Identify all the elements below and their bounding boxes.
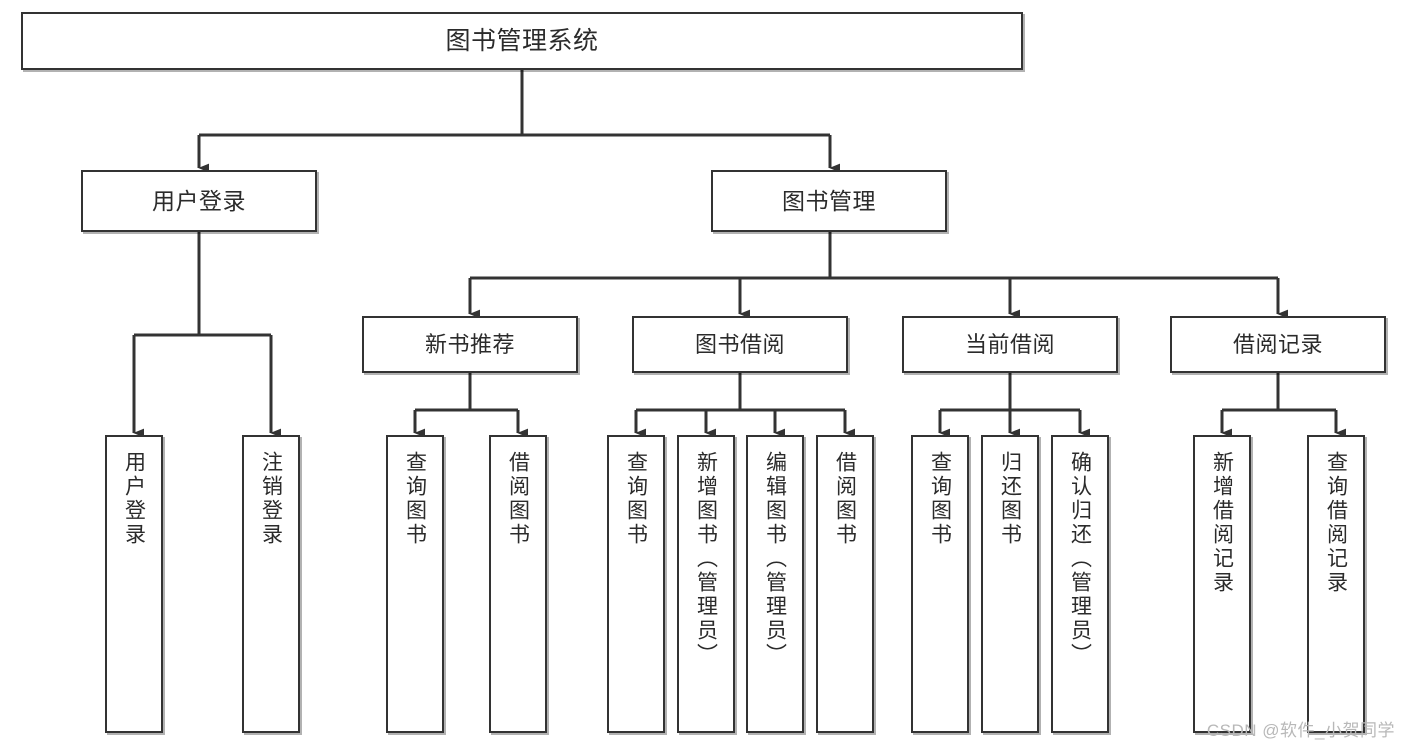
node-current-borrow[interactable]: 当前借阅 bbox=[902, 316, 1118, 373]
leaf-query-book-2[interactable]: 查询图书 bbox=[607, 435, 665, 733]
leaf-borrow-book-1[interactable]: 借阅图书 bbox=[489, 435, 547, 733]
node-label: 查询图书 bbox=[928, 451, 952, 547]
leaf-query-book-3[interactable]: 查询图书 bbox=[911, 435, 969, 733]
node-book-management[interactable]: 图书管理 bbox=[711, 170, 947, 232]
node-root-book-management-system[interactable]: 图书管理系统 bbox=[21, 12, 1023, 70]
leaf-query-record[interactable]: 查询借阅记录 bbox=[1307, 435, 1365, 733]
leaf-edit-book[interactable]: 编辑图书（管理员） bbox=[746, 435, 804, 733]
node-label: 查询图书 bbox=[624, 451, 648, 547]
node-user-login[interactable]: 用户登录 bbox=[81, 170, 317, 232]
node-label: 图书管理系统 bbox=[445, 26, 599, 55]
node-label: 用户登录 bbox=[122, 451, 146, 547]
node-label: 图书管理 bbox=[782, 187, 876, 214]
node-label: 借阅图书 bbox=[506, 451, 530, 547]
node-label: 查询图书 bbox=[403, 451, 427, 547]
leaf-add-record[interactable]: 新增借阅记录 bbox=[1193, 435, 1251, 733]
node-label: 确认归还（管理员） bbox=[1068, 451, 1092, 667]
leaf-logout[interactable]: 注销登录 bbox=[242, 435, 300, 733]
watermark-csdn: CSDN @软件_小贺同学 bbox=[1206, 721, 1395, 740]
node-label: 新增图书（管理员） bbox=[694, 451, 718, 667]
node-label: 图书借阅 bbox=[694, 331, 785, 357]
node-label: 查询借阅记录 bbox=[1324, 451, 1348, 595]
leaf-add-book[interactable]: 新增图书（管理员） bbox=[677, 435, 735, 733]
node-label: 用户登录 bbox=[152, 187, 246, 214]
leaf-query-book-1[interactable]: 查询图书 bbox=[386, 435, 444, 733]
node-label: 借阅记录 bbox=[1232, 331, 1323, 357]
node-label: 注销登录 bbox=[259, 451, 283, 547]
node-label: 归还图书 bbox=[998, 451, 1022, 547]
leaf-confirm-return[interactable]: 确认归还（管理员） bbox=[1051, 435, 1109, 733]
node-label: 当前借阅 bbox=[964, 331, 1055, 357]
node-borrow-record[interactable]: 借阅记录 bbox=[1170, 316, 1386, 373]
leaf-return-book[interactable]: 归还图书 bbox=[981, 435, 1039, 733]
node-label: 编辑图书（管理员） bbox=[763, 451, 787, 667]
node-label: 新增借阅记录 bbox=[1210, 451, 1234, 595]
leaf-user-login[interactable]: 用户登录 bbox=[105, 435, 163, 733]
node-label: 新书推荐 bbox=[424, 331, 515, 357]
node-book-borrow[interactable]: 图书借阅 bbox=[632, 316, 848, 373]
node-label: 借阅图书 bbox=[833, 451, 857, 547]
leaf-borrow-book-2[interactable]: 借阅图书 bbox=[816, 435, 874, 733]
node-new-book-recommend[interactable]: 新书推荐 bbox=[362, 316, 578, 373]
